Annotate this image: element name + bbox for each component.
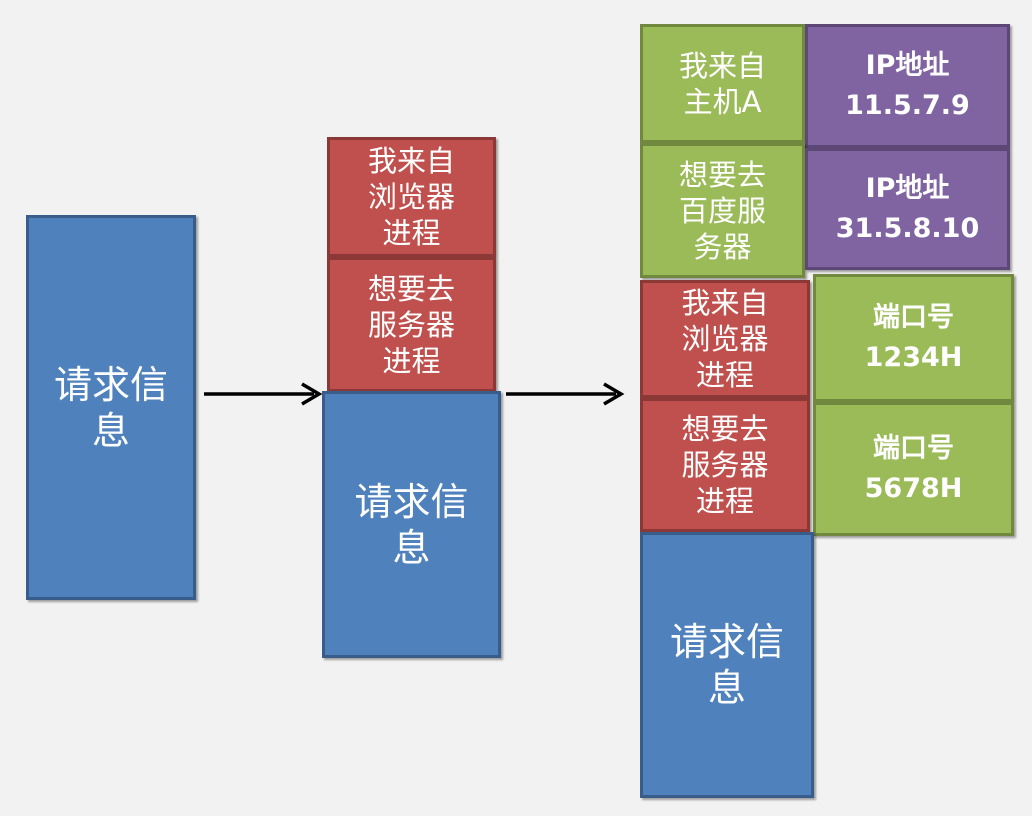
destination-ip-box: IP地址 31.5.8.10 bbox=[805, 148, 1010, 270]
to-host-box: 想要去 百度服 务器 bbox=[640, 143, 805, 278]
from-browser-process-box-stage3: 我来自 浏览器 进程 bbox=[640, 280, 810, 398]
destination-port-box: 端口号 5678H bbox=[813, 402, 1014, 536]
from-host-box: 我来自 主机A bbox=[640, 24, 805, 143]
request-info-box-stage2: 请求信 息 bbox=[322, 391, 501, 658]
request-info-box-stage1: 请求信 息 bbox=[26, 215, 196, 600]
request-info-box-stage3: 请求信 息 bbox=[640, 532, 814, 798]
to-server-process-box-stage2: 想要去 服务器 进程 bbox=[327, 257, 496, 392]
arrow-right-icon bbox=[204, 382, 323, 406]
to-server-process-box-stage3: 想要去 服务器 进程 bbox=[640, 398, 810, 532]
source-port-box: 端口号 1234H bbox=[813, 274, 1014, 402]
from-browser-process-box-stage2: 我来自 浏览器 进程 bbox=[327, 137, 496, 257]
source-ip-box: IP地址 11.5.7.9 bbox=[805, 24, 1010, 148]
arrow-right-icon bbox=[506, 382, 625, 406]
